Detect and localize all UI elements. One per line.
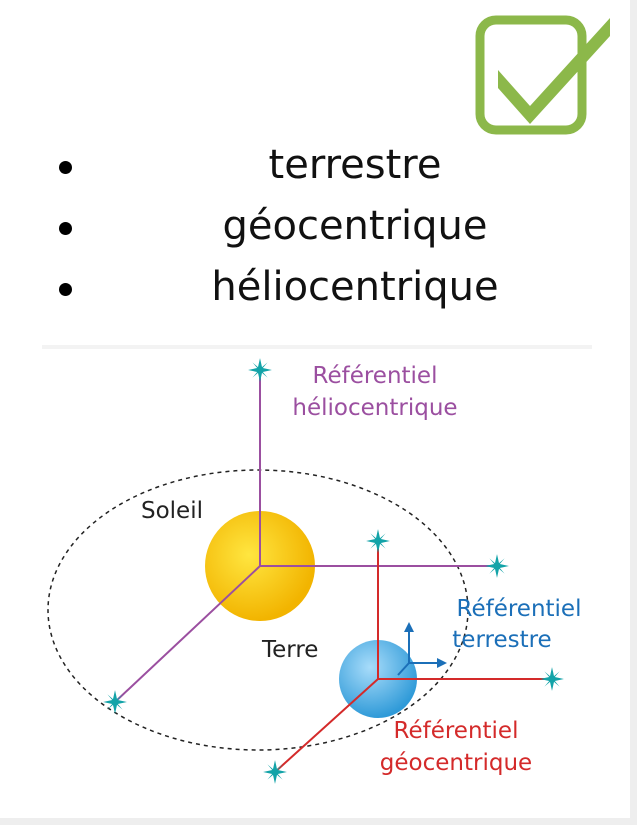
bullet-icon [59, 222, 72, 235]
bullet-icon [59, 161, 72, 174]
terrestrial-label-line1: Référentiel [457, 596, 582, 622]
star-icon [485, 554, 509, 578]
star-icon [248, 358, 272, 382]
geocentric-label-line2: géocentrique [380, 750, 532, 776]
list-item-label: géocentrique [222, 203, 488, 249]
list-item-label: terrestre [268, 142, 442, 188]
checkbox-checked-icon[interactable] [470, 8, 620, 138]
list-item-label: héliocentrique [211, 264, 499, 310]
heliocentric-label-line1: Référentiel [313, 363, 438, 389]
reference-frames-diagram: Soleil Terre Référentiel héliocentrique … [42, 345, 592, 785]
geocentric-axes [274, 541, 552, 773]
star-icon [540, 667, 564, 691]
terrestrial-label-line2: terrestre [452, 627, 551, 653]
star-icon [366, 529, 390, 553]
bullet-list: terrestre géocentrique héliocentrique [0, 140, 630, 323]
list-item: terrestre [0, 140, 630, 201]
list-item: géocentrique [0, 201, 630, 262]
bullet-icon [59, 283, 72, 296]
geocentric-label-line1: Référentiel [394, 718, 519, 744]
earth-orbit [47, 469, 469, 751]
earth-label: Terre [261, 637, 318, 663]
top-divider [42, 345, 592, 349]
sun-label: Soleil [141, 498, 203, 524]
list-item: héliocentrique [0, 262, 630, 323]
heliocentric-label-line2: héliocentrique [292, 395, 457, 421]
terrestrial-axes [397, 622, 447, 676]
